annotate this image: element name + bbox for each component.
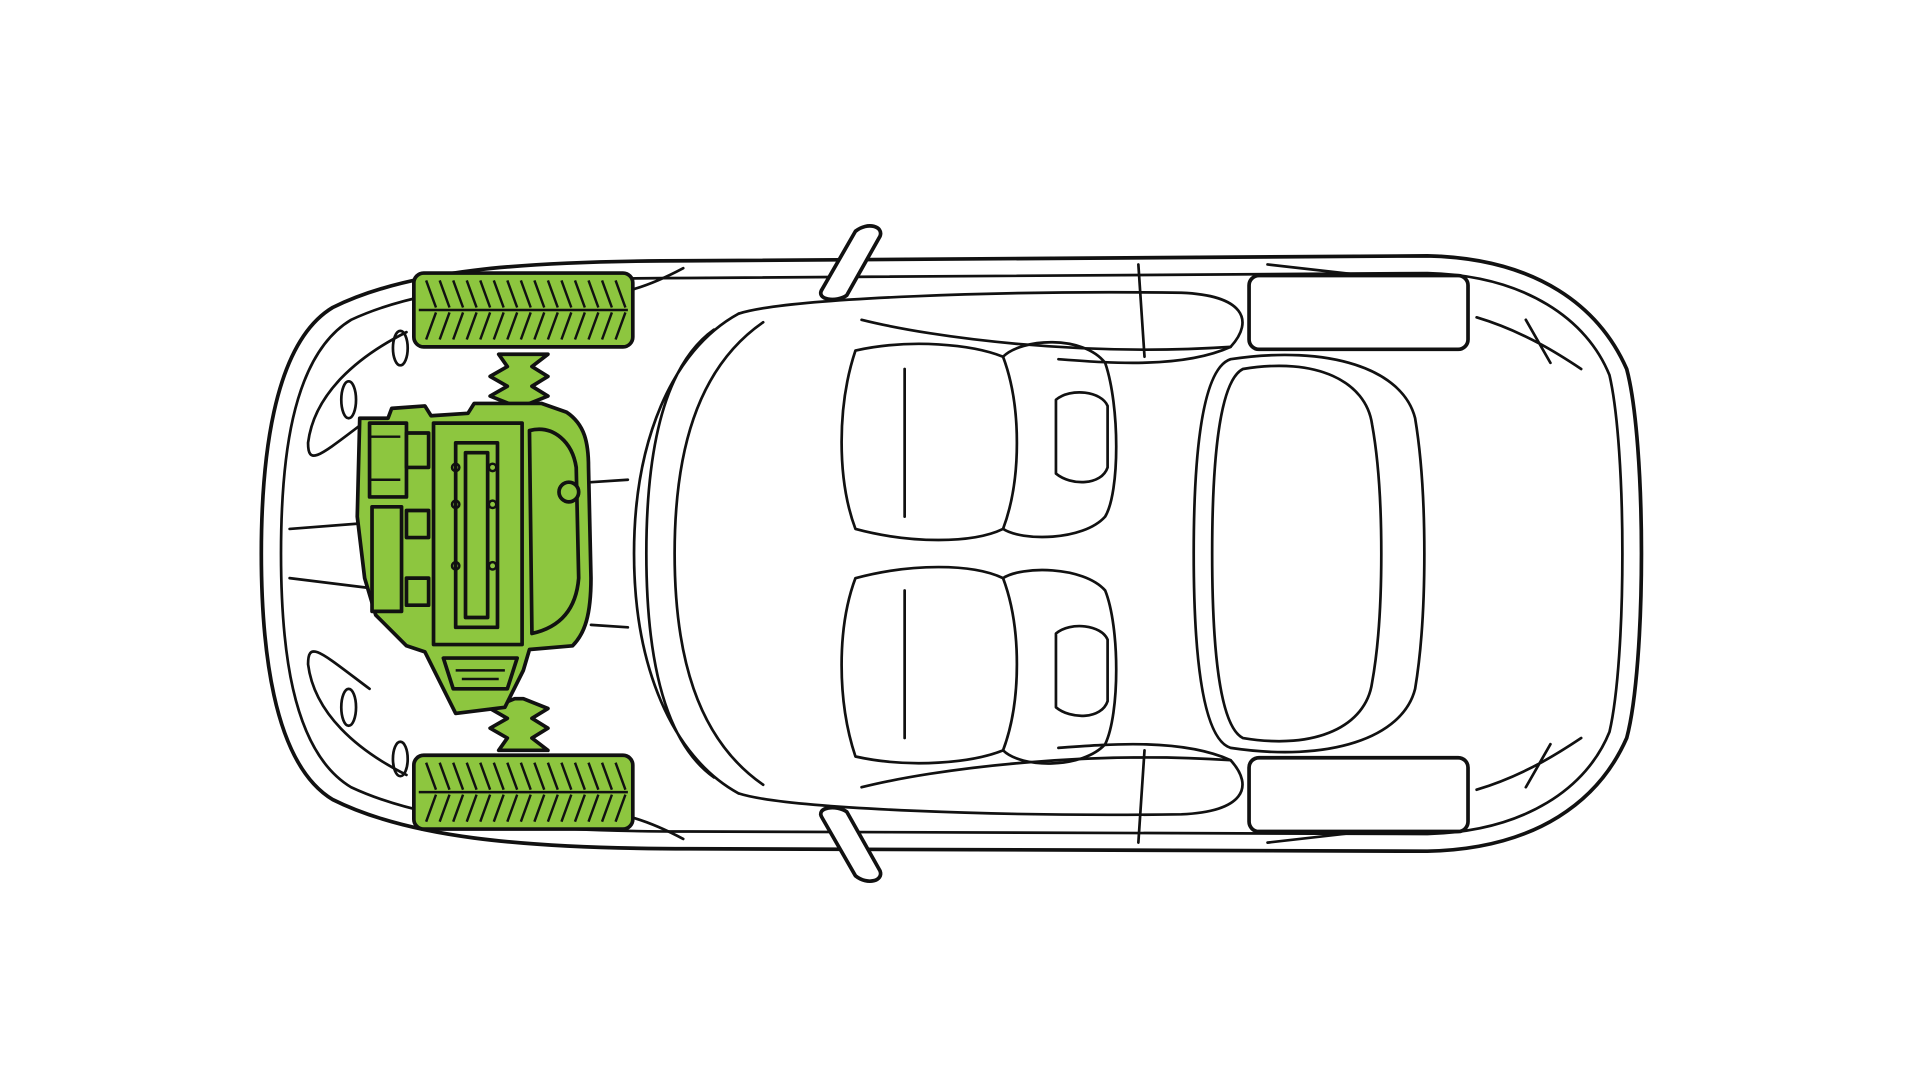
rear-tire-left bbox=[1247, 273, 1470, 352]
rear-tire-right bbox=[1247, 755, 1470, 834]
hood-lines bbox=[288, 330, 630, 777]
rear-window bbox=[1192, 353, 1426, 754]
car-body-outline bbox=[259, 254, 1644, 854]
cabin-outline bbox=[737, 290, 1244, 817]
seat-driver bbox=[840, 340, 1118, 542]
headlight-left-1 bbox=[339, 379, 358, 420]
windshield bbox=[632, 312, 765, 795]
mirror-left bbox=[818, 224, 883, 302]
front-tire-left bbox=[412, 271, 635, 349]
seat-passenger bbox=[840, 565, 1118, 765]
drive-shaft-left bbox=[488, 352, 550, 408]
headlight-right-1 bbox=[339, 687, 358, 728]
headlight-left-2 bbox=[391, 329, 410, 367]
mirror-right bbox=[818, 805, 883, 884]
headlight-right-2 bbox=[391, 740, 410, 778]
front-tire-right bbox=[412, 753, 635, 831]
engine bbox=[355, 401, 593, 716]
drive-shaft-right bbox=[488, 696, 550, 753]
